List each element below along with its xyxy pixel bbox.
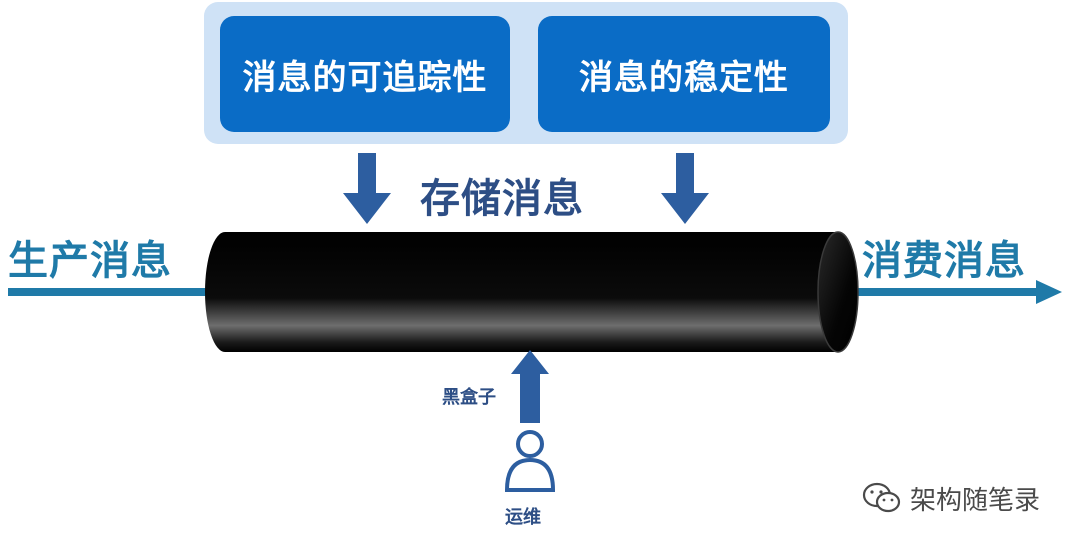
black-box-label: 黑盒子 [442,387,496,408]
consume-flow-line [856,288,1036,296]
ops-label: 运维 [505,507,541,528]
ops-arrow-up [511,350,549,423]
wechat-icon [862,482,901,513]
stability-label: 消息的稳定性 [579,57,789,98]
store-arrow-right [661,153,709,224]
message-pipe [205,231,859,353]
watermark-text: 架构随笔录 [910,485,1041,516]
traceability-label: 消息的可追踪性 [242,57,488,98]
store-arrow-left [343,153,391,224]
consume-arrowhead [1036,280,1062,304]
produce-messages-label: 生产消息 [8,238,172,284]
consume-messages-label: 消费消息 [862,238,1026,284]
store-messages-label: 存储消息 [420,176,584,222]
produce-flow-line [8,288,208,296]
watermark: 架构随笔录 [862,478,1040,518]
stability-box: 消息的稳定性 [538,16,830,132]
traceability-box: 消息的可追踪性 [220,16,510,132]
person-icon [504,430,556,492]
